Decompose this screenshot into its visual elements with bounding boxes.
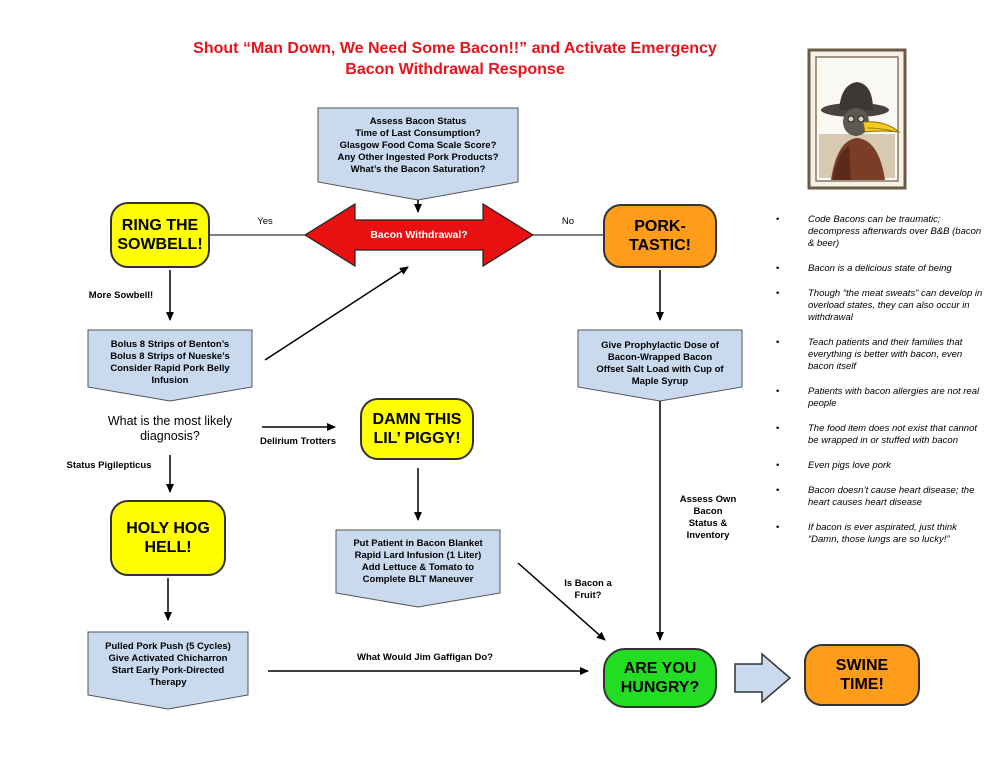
pork-tastic-node: PORK-TASTIC! — [603, 204, 717, 268]
blanket-box-shape — [335, 529, 501, 608]
yes-label: Yes — [257, 216, 273, 227]
decision-label: Bacon Withdrawal? — [370, 229, 468, 241]
title-line-2: Bacon Withdrawal Response — [345, 61, 565, 78]
note-item: If bacon is ever aspirated, just think “… — [768, 522, 983, 546]
gaffigan-label: What Would Jim Gaffigan Do? — [357, 652, 493, 663]
more-sowbell-label: More Sowbell! — [88, 290, 154, 301]
prophylactic-box-shape — [577, 329, 743, 402]
page-title: Shout “Man Down, We Need Some Bacon!!” a… — [110, 38, 800, 80]
no-label: No — [561, 216, 575, 227]
connector-bolus-to-decision — [264, 266, 409, 361]
note-item: Bacon is a delicious state of being — [768, 263, 983, 275]
note-item: Though “the meat sweats” can develop in … — [768, 288, 983, 324]
notes-list: Code Bacons can be traumatic; decompress… — [768, 214, 983, 559]
hungry-to-swine-arrow — [734, 652, 792, 704]
pulled-box-text: Pulled Pork Push (5 Cycles)Give Activate… — [105, 641, 231, 688]
delirium-trotters-label: Delirium Trotters — [259, 436, 337, 447]
note-item: Bacon doesn’t cause heart disease; the h… — [768, 485, 983, 509]
note-item: Teach patients and their families that e… — [768, 337, 983, 373]
note-item: The food item does not exist that cannot… — [768, 423, 983, 447]
note-item: Patients with bacon allergies are not re… — [768, 386, 983, 410]
bolus-box-shape — [87, 329, 253, 402]
status-pigilepticus-label: Status Pigilepticus — [66, 460, 152, 471]
assess-box-shape — [317, 107, 519, 201]
note-item: Even pigs love pork — [768, 460, 983, 472]
note-item: Code Bacons can be traumatic; decompress… — [768, 214, 983, 250]
pulled-box-shape — [87, 631, 249, 710]
connector-blanket-to-hungry — [517, 562, 606, 641]
plague-doctor-sketch — [807, 48, 907, 190]
title-line-1: Shout “Man Down, We Need Some Bacon!!” a… — [193, 40, 717, 57]
